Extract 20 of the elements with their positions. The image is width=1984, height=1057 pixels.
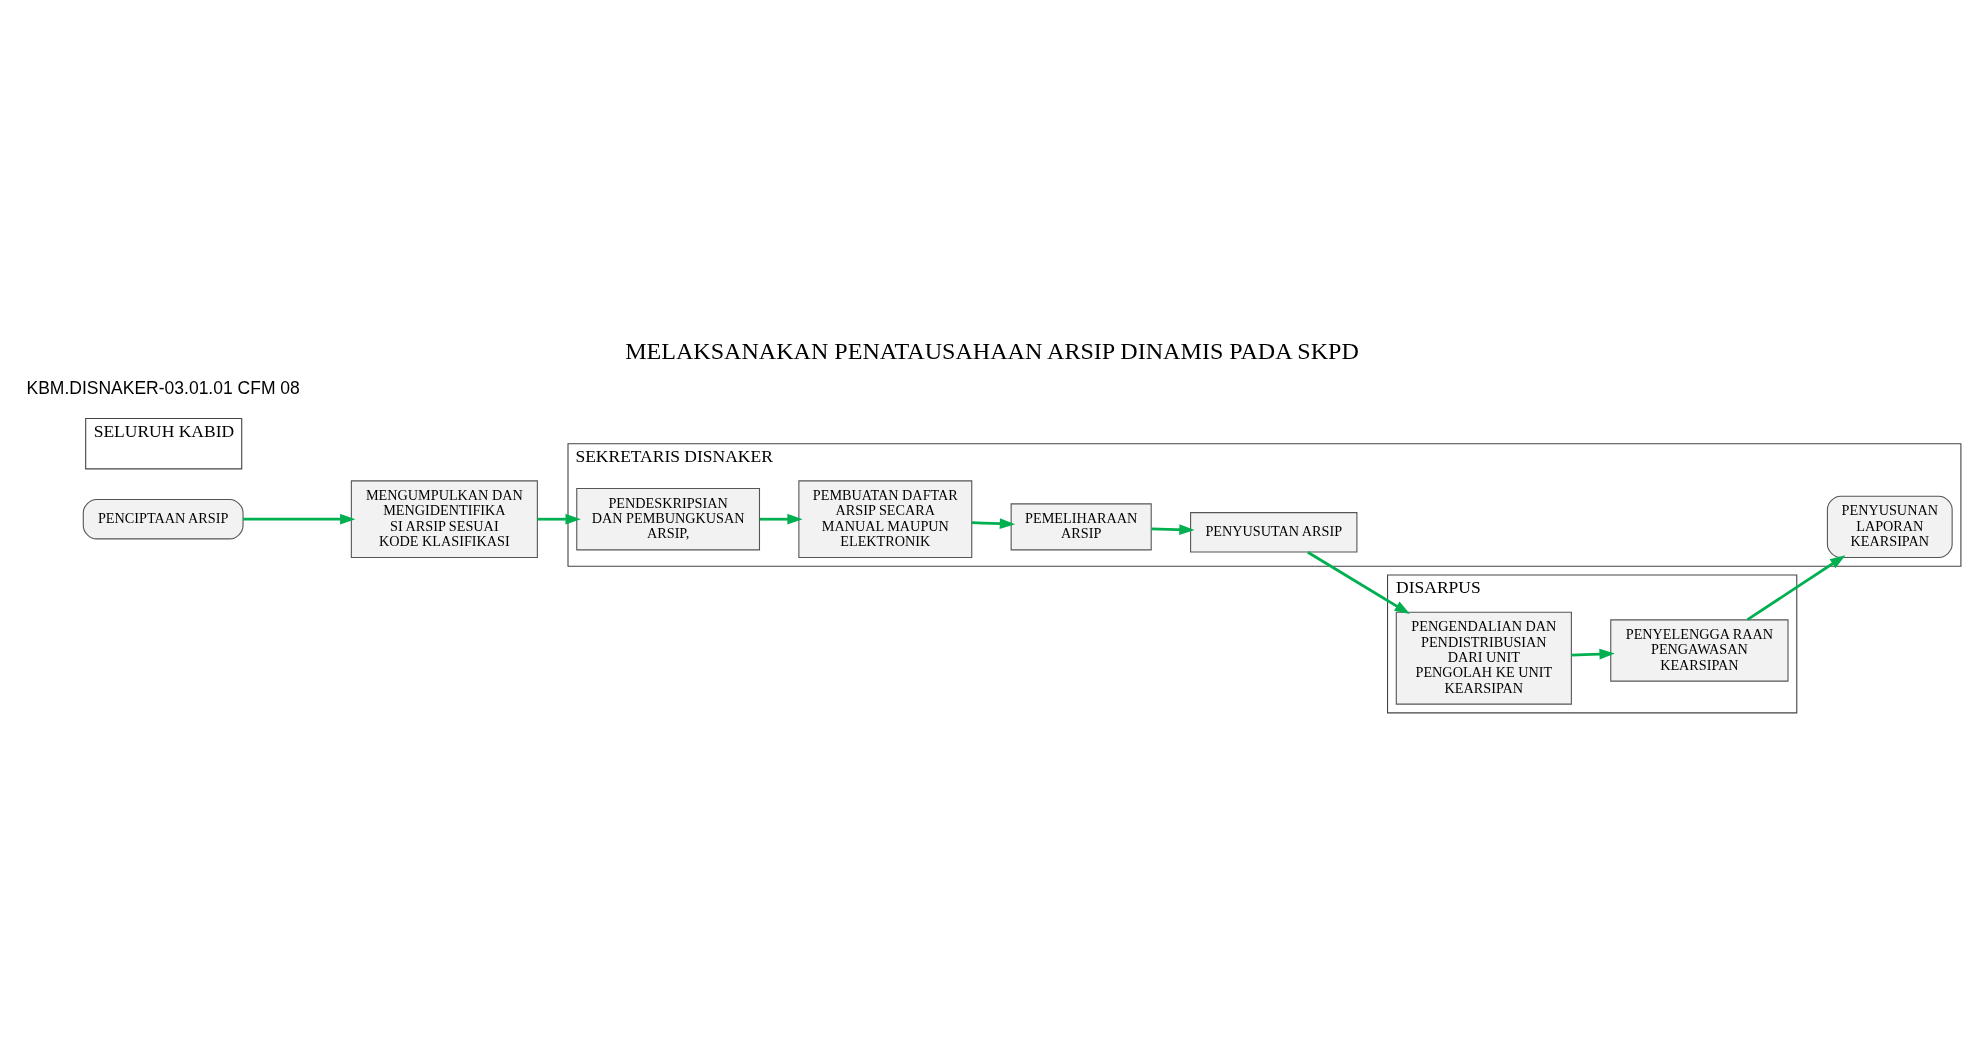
node-box: MENGUMPULKAN DAN MENGIDENTIFIKA SI ARSIP SESUAI KODE KLASIFIKASI (350, 480, 538, 559)
node-box: PENYUSUTAN ARSIP (1190, 512, 1358, 553)
arrow (1571, 648, 1615, 660)
node-box: PENYUSUNAN LAPORAN KEARSIPAN (1826, 495, 1953, 559)
node-box: PENYELENGGA RAAN PENGAWASAN KEARSIPAN (1610, 619, 1789, 682)
node-box: SELURUH KABID (85, 418, 243, 470)
arrow (971, 518, 1016, 530)
node-box: PENGENDALIAN DAN PENDISTRIBUSIAN DARI UNIT PENGOLAH KE UNIT KEARSIPAN (1395, 611, 1572, 705)
node-box: PEMBUATAN DAFTAR ARSIP SECARA MANUAL MAUPUN ELEKTRONIK (798, 480, 973, 559)
arrow (1307, 551, 1410, 615)
node-box: PENCIPTAAN ARSIP (82, 498, 244, 540)
arrow (243, 513, 356, 525)
node-box: PENDESKRIPSIAN DAN PEMBUNGKUSAN ARSIP, (576, 488, 761, 551)
arrow (759, 513, 803, 525)
label: KBM.DISNAKER-03.01.01 CFM 08 (26, 378, 300, 399)
diagram-title: MELAKSANAKAN PENATAUSAHAAN ARSIP DINAMIS PADA SKPD (625, 338, 1359, 365)
arrow (1746, 555, 1846, 621)
arrow (1151, 524, 1195, 536)
arrow (537, 513, 581, 525)
node-box: PEMELIHARAAN ARSIP (1010, 503, 1152, 551)
